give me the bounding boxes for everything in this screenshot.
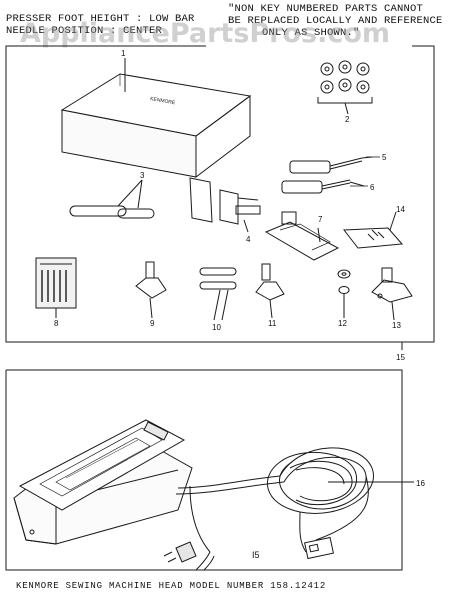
callout-16: 16 bbox=[416, 479, 425, 488]
header-left-line1: PRESSER FOOT HEIGHT : LOW BAR bbox=[6, 13, 195, 25]
part-5-screwdriver bbox=[289, 156, 373, 174]
part-13-hemmer-foot bbox=[371, 267, 413, 321]
part-10-spool-pins bbox=[199, 267, 237, 321]
part-9-presser-foot bbox=[135, 261, 167, 319]
part-8-needle-pack bbox=[35, 257, 77, 318]
callout-11: 11 bbox=[268, 319, 277, 328]
header-right-line2: BE REPLACED LOCALLY AND REFERENCE bbox=[228, 15, 443, 27]
pedal-label: I5 bbox=[252, 550, 260, 560]
part-1-accessory-box: KENMORE bbox=[60, 58, 252, 179]
callout-7: 7 bbox=[318, 215, 323, 224]
callout-13: 13 bbox=[392, 321, 401, 330]
callout-9: 9 bbox=[150, 319, 155, 328]
callout-4: 4 bbox=[246, 235, 251, 244]
header-left-line2: NEEDLE POSITION : CENTER bbox=[6, 25, 163, 37]
part-2-bobbins bbox=[317, 60, 373, 115]
footer-model-number: KENMORE SEWING MACHINE HEAD MODEL NUMBER… bbox=[16, 581, 327, 591]
callout-2: 2 bbox=[345, 115, 350, 124]
callout-12: 12 bbox=[338, 319, 347, 328]
part-12-washers bbox=[337, 269, 351, 318]
accessories-frame bbox=[5, 45, 435, 343]
part-11-zipper-foot bbox=[255, 263, 285, 319]
callout-8: 8 bbox=[54, 319, 59, 328]
part-7-buttonhole-foot bbox=[264, 211, 340, 261]
header-right-line1: "NON KEY NUMBERED PARTS CANNOT bbox=[228, 3, 424, 15]
box-brand-label: KENMORE bbox=[150, 96, 177, 106]
callout-3: 3 bbox=[140, 171, 145, 180]
part-16-foot-control bbox=[13, 419, 414, 571]
callout-15: 15 bbox=[396, 353, 405, 362]
callout-1: 1 bbox=[121, 49, 126, 58]
callout-10: 10 bbox=[212, 323, 221, 332]
callout-14: 14 bbox=[396, 205, 405, 214]
part-3-tubes bbox=[69, 179, 155, 219]
header-right-line3: ONLY AS SHOWN." bbox=[262, 27, 360, 39]
part-4-bracket bbox=[189, 177, 261, 233]
callout-6: 6 bbox=[370, 183, 375, 192]
part-14-feed-plate bbox=[343, 211, 404, 249]
callout-5: 5 bbox=[382, 153, 387, 162]
part-6-screwdriver bbox=[281, 179, 365, 194]
watermark: AppliancePartsPros.com bbox=[20, 18, 391, 49]
foot-control-frame bbox=[5, 369, 403, 571]
